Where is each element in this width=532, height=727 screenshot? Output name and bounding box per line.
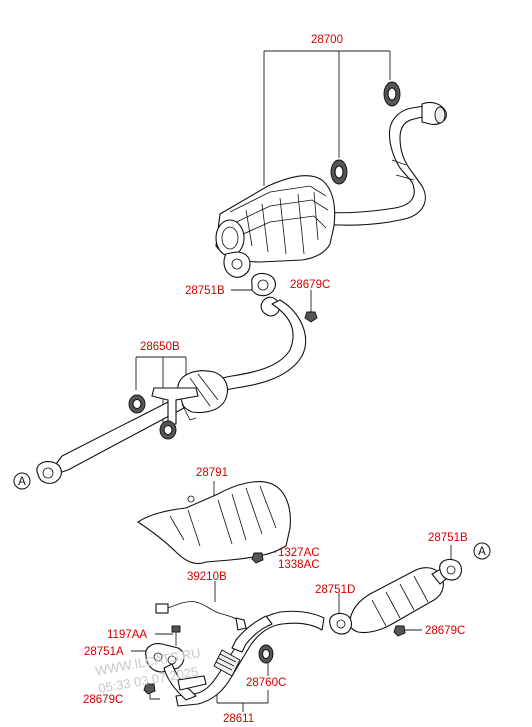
label-28751d: 28751D [315,584,355,596]
connector-a-left: A [13,472,31,490]
part-labels: 28700 28751B 28679C 28650B 28791 1327AC … [83,34,468,725]
leader-lines [131,50,452,712]
center-pipe-assembly [36,296,307,484]
gasket-top [251,272,276,297]
label-28679c-right: 28679C [425,625,465,637]
label-39210b: 39210B [187,571,227,583]
label-28679c-top: 28679C [290,279,330,291]
label-28650b: 28650B [140,341,180,353]
bolt-1327ac [251,552,264,564]
catalytic-converter [329,558,463,635]
label-28679c-bottom: 28679C [83,694,123,706]
connector-a-left-label: A [18,476,26,488]
oxygen-sensor [155,601,247,631]
front-pipe-assembly [143,610,325,707]
heat-protector [137,481,291,565]
label-1197aa: 1197AA [107,629,147,641]
main-muffler-assembly [215,81,447,278]
label-28751b-top: 28751B [185,285,225,297]
connector-a-right: A [473,542,491,560]
label-28760c: 28760C [246,677,286,689]
nut-top [304,311,318,323]
label-28791: 28791 [196,467,228,479]
connector-a-right-label: A [478,546,486,558]
nut-right [393,625,406,637]
label-1327ac: 1327AC [278,547,320,559]
label-1338ac: 1338AC [278,559,320,571]
label-28611: 28611 [223,713,254,725]
label-28751b-right: 28751B [428,532,468,544]
label-28700: 28700 [311,34,343,46]
label-28751a: 28751A [84,646,124,658]
